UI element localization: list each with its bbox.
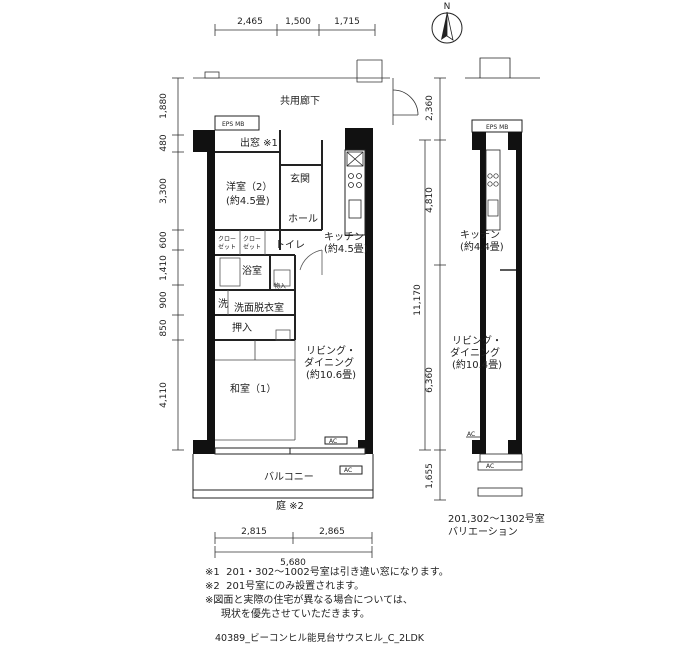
label-ac-1: AC	[329, 438, 337, 445]
label-genkan: 玄関	[290, 172, 310, 185]
label-ac-4: AC	[486, 463, 494, 470]
label-living-1: リビング・	[306, 344, 356, 357]
dim-left-8: 4,110	[159, 382, 169, 408]
dim-top-2: 1,500	[285, 17, 311, 27]
label-closet-1b: ゼット	[218, 243, 236, 251]
corridor-outline	[193, 59, 419, 125]
label-right-living-1: リビング・	[452, 334, 502, 347]
label-ac-2: AC	[344, 467, 352, 474]
right-dimension-line	[419, 77, 446, 501]
eps-mb-label: EPS MB	[222, 121, 244, 128]
dim-right-2: 4,810	[425, 187, 435, 213]
dim-left-5: 1,410	[159, 255, 169, 281]
dim-left-4: 600	[159, 231, 169, 248]
label-youshitsu-2: (約4.5畳)	[226, 194, 270, 207]
label-demado: 出窓 ※1	[240, 136, 278, 149]
label-bath: 浴室	[242, 264, 262, 277]
dim-bottom-1: 2,815	[241, 527, 267, 537]
thin-lines	[219, 230, 323, 341]
dim-top-1: 2,465	[237, 17, 263, 27]
label-hall: ホール	[288, 213, 318, 225]
tatami-room	[215, 340, 296, 441]
dim-left-1: 1,880	[159, 93, 169, 119]
north-arrow: N	[431, 2, 463, 44]
note-3: ※図面と実際の住宅が異なる場合については、	[205, 595, 413, 606]
north-label: N	[444, 2, 451, 12]
label-ac-3: AC	[467, 431, 475, 438]
dim-right-5: 1,655	[425, 463, 435, 489]
corridor-label: 共用廊下	[280, 94, 320, 107]
label-storage: 物入	[274, 282, 286, 290]
variation-line-2: バリエーション	[448, 526, 518, 538]
dim-bottom-2: 2,865	[319, 527, 345, 537]
label-balcony: バルコニー	[264, 471, 314, 483]
label-oshiire: 押入	[232, 321, 252, 334]
dim-left-6: 900	[159, 291, 169, 308]
label-garden: 庭 ※2	[276, 499, 304, 512]
dim-right-3: 11,170	[413, 284, 423, 316]
label-living-3: (約10.6畳)	[306, 368, 356, 381]
bottom-dimension-line	[214, 532, 373, 558]
dim-right-1: 2,360	[425, 95, 435, 121]
eps-mb-box	[214, 115, 260, 131]
dim-right-4: 6,360	[425, 367, 435, 393]
label-kitchen-1: キッチン	[324, 231, 364, 243]
label-washitsu: 和室（1）	[230, 382, 276, 395]
note-4: 現状を優先させていただきます。	[205, 609, 370, 620]
label-washroom: 洗面脱衣室	[234, 301, 284, 314]
label-kitchen-2: (約4.5畳)	[324, 242, 368, 255]
label-right-kitchen-2: (約4.4畳)	[460, 240, 504, 253]
dim-bottom-total: 5,680	[280, 558, 306, 568]
eps-mb-right-label: EPS MB	[486, 124, 508, 131]
label-closet-1a: クロー	[218, 236, 236, 243]
variation-line-1: 201,302～1302号室	[448, 512, 545, 525]
balcony	[192, 436, 374, 499]
label-closet-2a: クロー	[243, 236, 261, 243]
label-living-2: ダイニング	[304, 356, 354, 369]
label-youshitsu-1: 洋室（2）	[226, 180, 272, 193]
label-wash: 洗	[218, 298, 228, 310]
top-dimension-line	[214, 24, 376, 36]
note-2: ※2 201号室にのみ設置されます。	[205, 581, 365, 592]
dim-left-7: 850	[159, 319, 169, 336]
label-closet-2b: ゼット	[243, 243, 261, 251]
label-toilet: トイレ	[275, 240, 305, 251]
kitchen-counter	[344, 149, 366, 236]
label-right-living-3: (約10.4畳)	[452, 358, 502, 371]
note-1: ※1 201・302～1002号室は引き違い窓になります。	[205, 567, 449, 578]
dim-top-3: 1,715	[334, 17, 360, 27]
dim-left-2: 480	[159, 134, 169, 151]
footer-label: 40389_ビーコンヒル能見台サウスヒル_C_2LDK	[215, 633, 424, 644]
label-right-living-2: ダイニング	[450, 346, 500, 359]
label-right-kitchen-1: キッチン	[460, 229, 500, 241]
outer-walls	[193, 128, 373, 454]
left-dimension-line	[172, 77, 184, 451]
dim-left-3: 3,300	[159, 178, 169, 204]
variation-plan	[465, 57, 540, 497]
